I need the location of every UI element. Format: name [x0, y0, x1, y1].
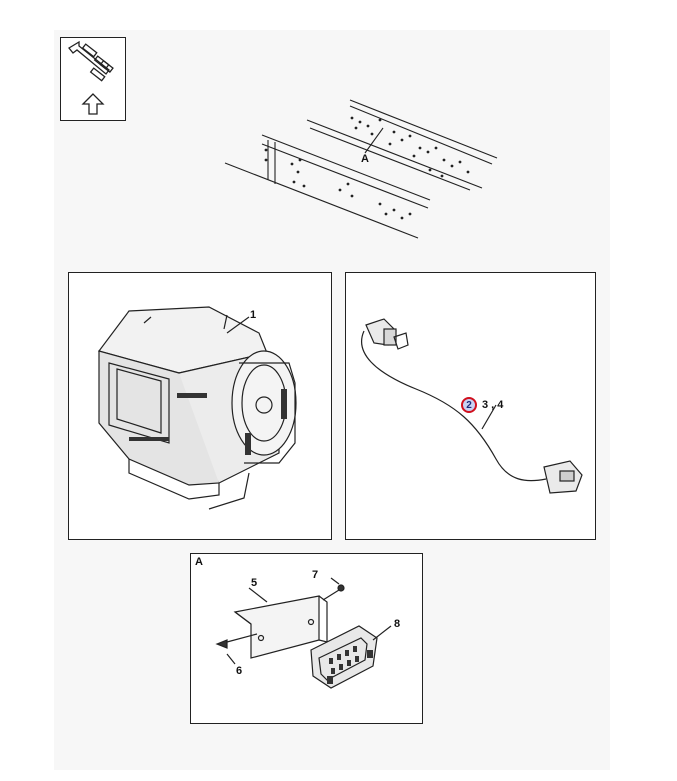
detail-a-drawing	[215, 577, 392, 689]
detail-ref-label: A	[361, 153, 369, 165]
callout-8: 8	[394, 618, 401, 630]
callout-7: 7	[312, 569, 319, 581]
detail-box-letter: A	[195, 556, 203, 568]
detail-a-box	[190, 553, 423, 724]
callout-3-4: 3 , 4	[482, 399, 504, 411]
callout-2-highlight: 2	[461, 397, 477, 413]
part-1-box	[68, 272, 332, 540]
orientation-icon-box	[60, 37, 126, 121]
callout-1: 1	[250, 309, 257, 321]
callout-6: 6	[236, 665, 243, 677]
callout-5: 5	[251, 577, 258, 589]
part-1-drawing	[97, 306, 297, 510]
orientation-arrow-icon	[68, 40, 114, 115]
part-2-cable-drawing	[361, 318, 583, 494]
